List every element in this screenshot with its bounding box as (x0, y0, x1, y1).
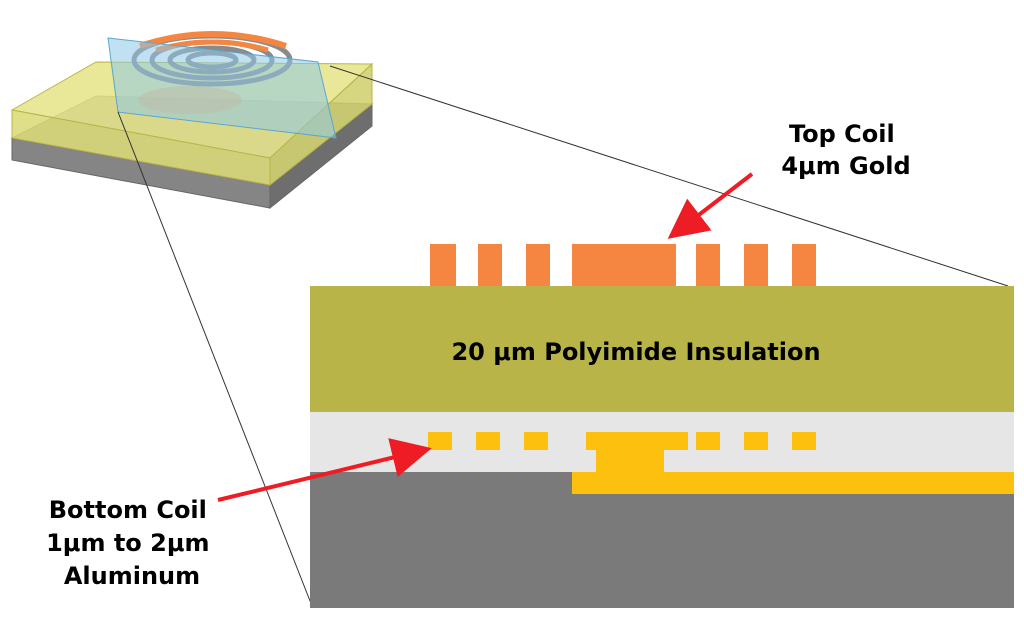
bottom-coil-label-line-2: 1μm to 2μm (46, 529, 209, 557)
bottom-coil-segments (428, 432, 816, 474)
bottom-coil-label-line-3: Aluminum (64, 562, 200, 590)
top-coil-center-pad (572, 244, 676, 286)
top-coil-label: Top Coil 4μm Gold (781, 120, 910, 180)
zoom-line-bottom (117, 111, 313, 607)
top-coil-segment (744, 244, 768, 286)
chip-cut-plane (107, 37, 337, 139)
bottom-coil-segment (524, 432, 548, 450)
top-coil-segments (430, 244, 816, 286)
bottom-coil-label: Bottom Coil 1μm to 2μm Aluminum (46, 496, 218, 590)
chip-top-coil-highlight (139, 31, 287, 49)
bottom-coil-segment (792, 432, 816, 450)
top-coil-segment (430, 244, 456, 286)
top-coil-segment (792, 244, 816, 286)
bottom-coil-lead (572, 472, 1014, 494)
top-coil-label-line-1: Top Coil (789, 120, 895, 148)
top-coil-segment (526, 244, 550, 286)
bottom-coil-via (596, 448, 664, 474)
bottom-coil-segment (476, 432, 500, 450)
arrow-icon (217, 438, 432, 502)
chip-3d-icon (10, 31, 374, 210)
arrow-icon (667, 172, 754, 239)
bottom-coil-center-pad (586, 432, 688, 450)
top-coil-label-line-2: 4μm Gold (781, 152, 910, 180)
top-coil-segment (696, 244, 720, 286)
bottom-coil-segment (744, 432, 768, 450)
polyimide-layer (310, 286, 1014, 412)
bottom-coil-segment (696, 432, 720, 450)
bottom-coil-segment (428, 432, 452, 450)
polyimide-label: 20 μm Polyimide Insulation (451, 338, 820, 366)
cross-section (310, 244, 1014, 608)
zoom-line-top (329, 65, 1009, 287)
top-coil-segment (478, 244, 502, 286)
bottom-coil-label-line-1: Bottom Coil (49, 496, 207, 524)
